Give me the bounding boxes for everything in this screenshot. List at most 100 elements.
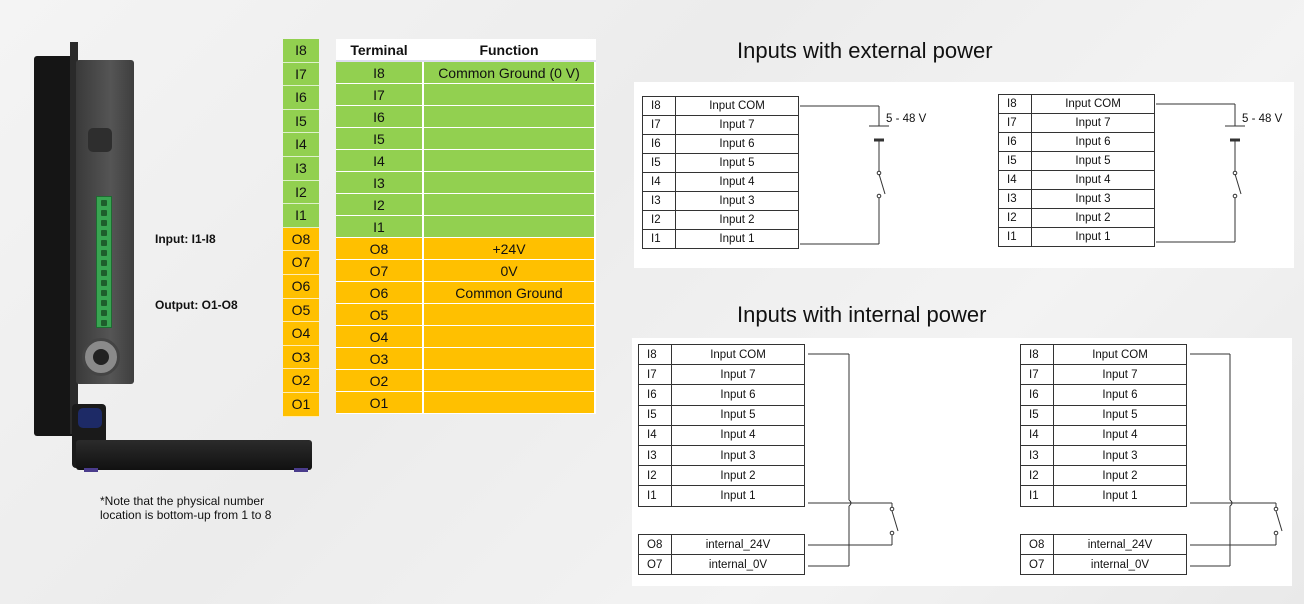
wiring-diagram-a — [800, 105, 889, 245]
terminal-id: I1 — [638, 485, 672, 507]
terminal-name: Input 6 — [1031, 132, 1155, 152]
terminal-id: I6 — [642, 134, 676, 154]
terminal-name: Input COM — [1031, 94, 1155, 114]
external-wiring — [800, 103, 1245, 245]
terminal-id: O8 — [638, 534, 672, 555]
terminal-id: I4 — [642, 172, 676, 192]
row-function — [423, 127, 596, 150]
device-foot — [294, 468, 308, 472]
row-terminal: O7 — [336, 259, 424, 282]
strip-cell: I6 — [283, 86, 319, 110]
terminal-id: I2 — [638, 465, 672, 487]
device-power-connector — [82, 338, 120, 376]
terminal-id: I2 — [998, 208, 1032, 228]
device-terminal-block — [96, 196, 112, 328]
terminal-name: Input COM — [671, 343, 805, 366]
row-function — [423, 215, 596, 238]
terminal-name: Input 2 — [675, 210, 799, 230]
row-terminal: I5 — [336, 127, 424, 150]
switch-arm — [1234, 173, 1242, 195]
row-function — [423, 171, 596, 194]
terminal-id: I7 — [638, 364, 672, 386]
terminal-id: O7 — [638, 554, 672, 575]
terminal-id: I5 — [642, 153, 676, 173]
terminal-id: I5 — [638, 404, 672, 426]
note-line: *Note that the physical number — [100, 494, 265, 508]
switch-arm — [878, 173, 886, 195]
switch-arm — [1275, 510, 1283, 532]
strip-cell: I2 — [283, 180, 319, 205]
row-terminal: I2 — [336, 193, 424, 216]
function-row: O2 — [336, 369, 596, 392]
strip-cell: I8 — [283, 39, 319, 63]
strip-cell: I5 — [283, 109, 319, 134]
row-function — [423, 83, 596, 106]
wiring-diagram-a — [808, 353, 899, 567]
row-function: 0V — [423, 259, 596, 282]
terminal-id: I1 — [642, 229, 676, 249]
terminal-name: internal_0V — [1053, 554, 1187, 575]
terminal-name: Input 4 — [675, 172, 799, 192]
terminal-name: internal_24V — [671, 534, 805, 555]
terminal-id: I4 — [998, 170, 1032, 190]
strip-cell: O3 — [283, 345, 319, 370]
row-function: +24V — [423, 237, 596, 260]
row-terminal: O2 — [336, 369, 424, 392]
device-stand-base — [76, 440, 312, 470]
row-function — [423, 391, 596, 414]
function-row: I4 — [336, 149, 596, 172]
voltage-label: 5 - 48 V — [886, 113, 927, 125]
terminal-id: O8 — [1020, 534, 1054, 555]
strip-cell: O7 — [283, 251, 319, 275]
terminal-name: Input 4 — [1053, 424, 1187, 446]
switch-contact — [889, 530, 895, 536]
terminal-name: Input 6 — [671, 384, 805, 406]
row-terminal: O6 — [336, 281, 424, 304]
terminal-id: I5 — [998, 151, 1032, 171]
internal-wiring — [808, 353, 1283, 567]
switch-contact — [1273, 530, 1279, 536]
function-row: O5 — [336, 303, 596, 326]
function-row: I5 — [336, 127, 596, 150]
strip-cell: I1 — [283, 204, 319, 228]
terminal-name: Input 3 — [1053, 444, 1187, 467]
function-row: O1 — [336, 391, 596, 414]
function-row: I6 — [336, 105, 596, 128]
terminal-name: internal_24V — [1053, 534, 1187, 555]
switch-contact — [1273, 506, 1279, 512]
strip-cell: O1 — [283, 392, 319, 417]
function-row: O4 — [336, 325, 596, 348]
function-row: I2 — [336, 193, 596, 216]
device-stand-knob — [78, 408, 102, 428]
strip-cell: O2 — [283, 369, 319, 393]
terminal-id: I8 — [1020, 343, 1054, 366]
row-terminal: O4 — [336, 325, 424, 348]
terminal-name: Input 5 — [1053, 404, 1187, 426]
terminal-strip: I8 I7 I6 I5 I4 I3 I2 I1 O8 O7 O6 O5 O4 O… — [283, 39, 319, 417]
row-function — [423, 105, 596, 128]
strip-cell: O8 — [283, 227, 319, 252]
input-range-label: Input: I1-I8 — [155, 232, 216, 246]
terminal-id: I8 — [998, 94, 1032, 114]
terminal-name: Input COM — [1053, 343, 1187, 366]
function-row: I3 — [336, 171, 596, 194]
